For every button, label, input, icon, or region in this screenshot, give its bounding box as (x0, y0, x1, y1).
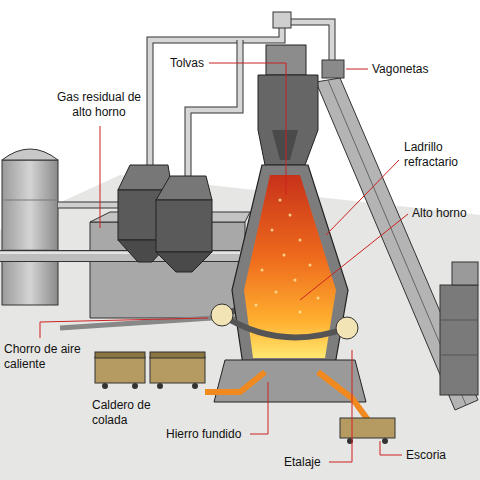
part-label: Alto horno (412, 206, 467, 221)
ground (0, 175, 480, 480)
leader-lines (40, 63, 408, 462)
hearth-base (214, 360, 366, 402)
part-label: Hierro fundido (166, 427, 241, 442)
uptake-pipes (150, 12, 332, 178)
part-label: Gas residual de alto horno (56, 90, 142, 120)
part-label: Vagonetas (372, 62, 429, 77)
tuyere-sphere (336, 317, 358, 339)
hoist-house (440, 262, 478, 395)
bustle-pipe-front (222, 315, 347, 337)
slag-runner (318, 372, 368, 420)
tuyere-sphere (211, 304, 233, 326)
ladle-cars (95, 352, 205, 389)
iron-runner (205, 372, 265, 392)
part-label: Caldero de colada (92, 398, 164, 428)
part-label: Escoria (406, 448, 446, 463)
gas-pipe (58, 205, 125, 206)
part-label: Chorro de aire caliente (4, 342, 88, 372)
part-label: Ladrillo refractario (404, 140, 476, 170)
dust-catchers (118, 165, 212, 272)
slag-car (340, 418, 395, 444)
part-label: Etalaje (284, 455, 321, 470)
skip-incline (316, 60, 478, 410)
gas-tank (2, 149, 58, 305)
part-label: Tolvas (170, 56, 204, 71)
